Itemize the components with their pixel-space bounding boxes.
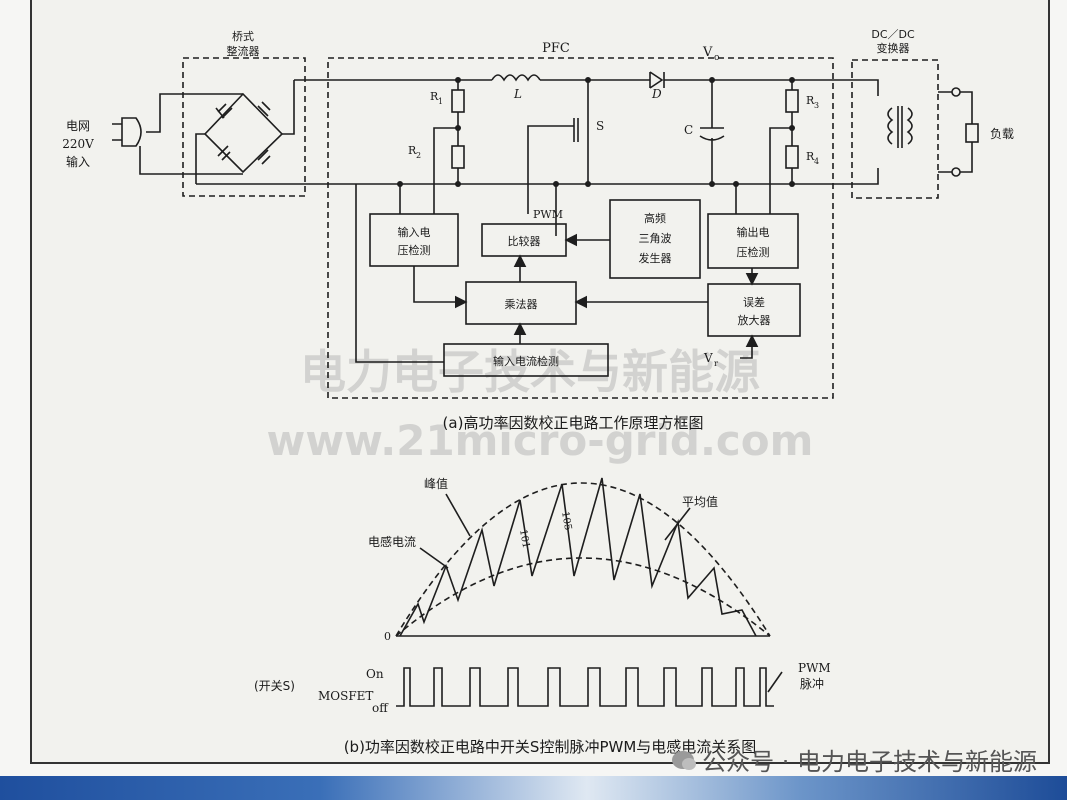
r4-sub: 4 xyxy=(814,157,819,166)
pfc-label: PFC xyxy=(542,41,570,56)
watermark-line2: www.21micro-grid.com xyxy=(267,416,814,465)
waveform-plot xyxy=(395,477,783,707)
r1-sub: 1 xyxy=(438,97,443,106)
diode-label: D xyxy=(651,87,662,101)
input-current-detect-label: 输入电流检测 xyxy=(493,354,559,368)
grid-label-2: 220V xyxy=(62,137,94,151)
r3-label: R xyxy=(806,94,815,107)
r2-sub: 2 xyxy=(416,151,421,160)
comparator-label: 比较器 xyxy=(508,234,541,248)
multiplier-label: 乘法器 xyxy=(505,297,538,311)
title-a: (a)高功率因数校正电路工作原理方框图 xyxy=(443,414,704,432)
off-label: off xyxy=(372,701,389,715)
switch-label: S xyxy=(596,119,604,133)
input-current-detect-box xyxy=(443,343,609,377)
grid-label-1: 电网 xyxy=(66,119,90,133)
switch-s-label: (开关S) xyxy=(254,679,295,693)
tri-gen-3: 发生器 xyxy=(639,251,672,265)
output-voltage-detect-2: 压检测 xyxy=(737,245,770,259)
source-tag: 公众号 · 电力电子技术与新能源 xyxy=(672,742,1037,777)
peak-label: 峰值 xyxy=(424,476,448,491)
input-voltage-detect-2: 压检测 xyxy=(398,243,431,257)
vo-sub: o xyxy=(714,53,719,63)
pwm-label: PWM xyxy=(533,208,563,221)
label-101: 101 xyxy=(517,529,531,550)
pfc-outline xyxy=(327,57,834,399)
cap-label: C xyxy=(684,123,693,137)
rectifier-label-1: 桥式 xyxy=(232,30,254,43)
dcdc-outline xyxy=(851,59,939,199)
output-voltage-detect-1: 输出电 xyxy=(737,225,770,239)
tri-gen-1: 高频 xyxy=(644,211,666,225)
mosfet-label: MOSFET xyxy=(318,689,373,703)
error-amp-1: 误差 xyxy=(743,295,765,309)
on-label: On xyxy=(366,667,384,681)
error-amp-box xyxy=(707,283,801,337)
rectifier-outline xyxy=(182,57,306,197)
r1-label: R xyxy=(430,90,439,103)
pwm-pulse-label-2: 脉冲 xyxy=(800,676,824,691)
input-voltage-detect-box xyxy=(369,213,459,267)
r2-label: R xyxy=(408,144,417,157)
zero-label: 0 xyxy=(384,630,391,643)
inductor-current-label: 电感电流 xyxy=(368,534,416,549)
dcdc-label-1: DC／DC xyxy=(871,28,915,41)
average-label: 平均值 xyxy=(682,494,718,509)
error-amp-2: 放大器 xyxy=(738,313,771,327)
tri-gen-box xyxy=(609,199,701,279)
source-tag-text: 公众号 · 电力电子技术与新能源 xyxy=(702,748,1037,776)
label-105: 105 xyxy=(559,511,573,532)
vr-label: V xyxy=(703,351,713,365)
title-b: (b)功率因数校正电路中开关S控制脉冲PWM与电感电流关系图 xyxy=(344,738,757,756)
grid-label-3: 输入 xyxy=(66,154,90,169)
dcdc-label-2: 变换器 xyxy=(877,41,910,55)
pwm-pulse-label-1: PWM xyxy=(798,661,831,675)
r4-label: R xyxy=(806,150,815,163)
inductor-label: L xyxy=(513,87,522,101)
wechat-icon xyxy=(672,750,697,770)
rectifier-label-2: 整流器 xyxy=(227,44,260,58)
vr-sub: r xyxy=(714,359,718,368)
tri-gen-2: 三角波 xyxy=(639,232,672,245)
load-label: 负载 xyxy=(990,127,1014,141)
r3-sub: 3 xyxy=(814,101,819,110)
input-voltage-detect-1: 输入电 xyxy=(398,225,431,239)
watermark-line1: 电力电子技术与新能源 xyxy=(300,345,760,399)
bottom-banner xyxy=(0,776,1067,800)
junction-dots xyxy=(397,77,795,187)
vo-label: V xyxy=(702,45,713,60)
output-voltage-detect-box xyxy=(707,213,799,269)
